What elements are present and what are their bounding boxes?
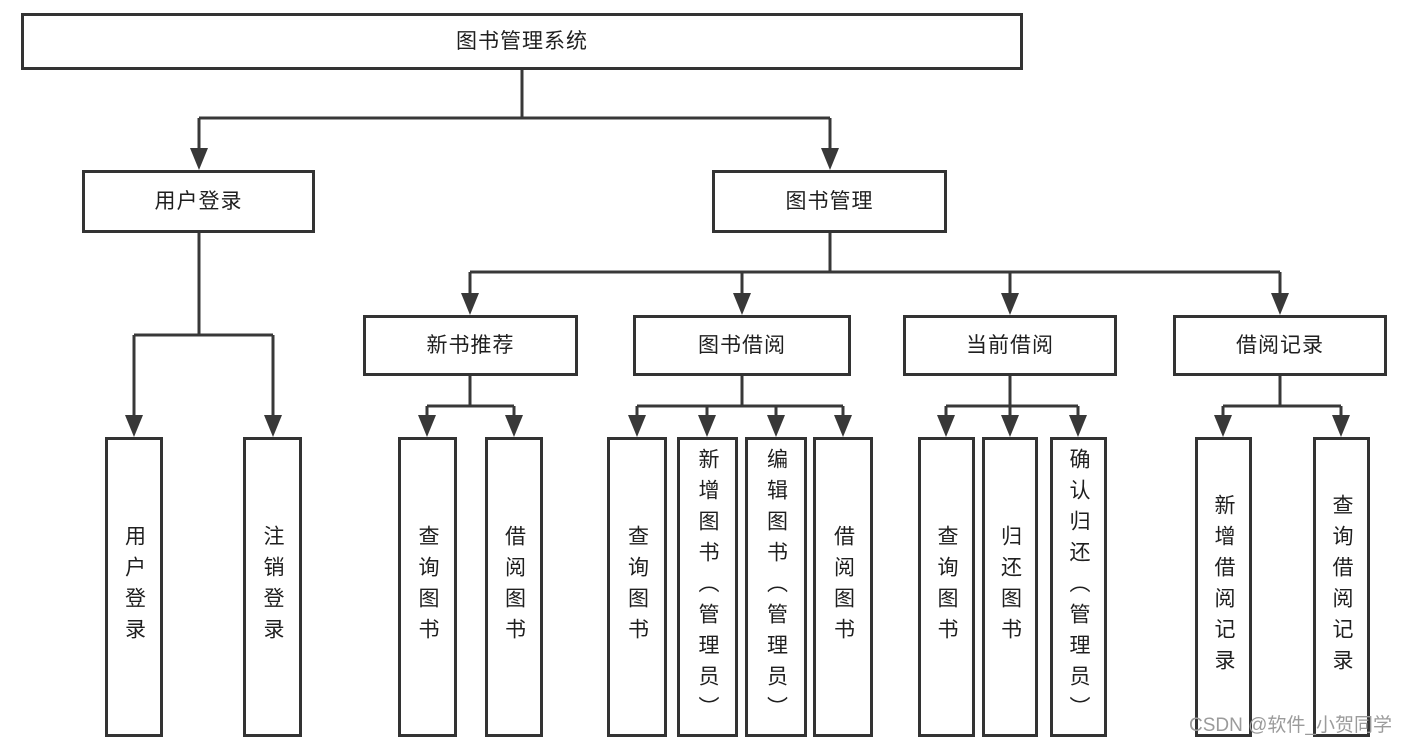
leaf-add-borrow-record: 新增借阅记录 <box>1195 437 1252 737</box>
leaf-label: 借阅图书 <box>502 525 526 649</box>
leaf-label: 用户登录 <box>122 525 146 649</box>
leaf-label: 查询图书 <box>625 525 649 649</box>
node-label: 用户登录 <box>154 190 243 213</box>
leaf-edit-books-admin: 编辑图书（管理员） <box>745 437 807 737</box>
leaf-borrow-books-recommend: 借阅图书 <box>485 437 543 737</box>
leaf-label: 查询图书 <box>935 525 958 649</box>
node-label: 图书管理 <box>785 190 874 213</box>
leaf-label: 查询借阅记录 <box>1330 494 1353 680</box>
leaf-query-books-current: 查询图书 <box>918 437 975 737</box>
leaf-label: 确认归还（管理员） <box>1067 447 1090 727</box>
leaf-logout: 注销登录 <box>243 437 302 737</box>
node-label: 当前借阅 <box>966 334 1054 357</box>
leaf-user-login: 用户登录 <box>105 437 163 737</box>
node-borrow-records: 借阅记录 <box>1173 315 1387 376</box>
leaf-return-books: 归还图书 <box>982 437 1038 737</box>
leaf-label: 新增图书（管理员） <box>696 447 719 727</box>
leaf-query-books-recommend: 查询图书 <box>398 437 457 737</box>
node-label: 图书借阅 <box>698 334 786 357</box>
leaf-query-borrow-record: 查询借阅记录 <box>1313 437 1370 737</box>
leaf-add-books-admin: 新增图书（管理员） <box>677 437 738 737</box>
leaf-label: 注销登录 <box>261 525 284 649</box>
node-user-login: 用户登录 <box>82 170 315 233</box>
leaf-confirm-return-admin: 确认归还（管理员） <box>1050 437 1107 737</box>
leaf-label: 借阅图书 <box>831 525 855 649</box>
node-current-borrow: 当前借阅 <box>903 315 1117 376</box>
node-label: 图书管理系统 <box>456 30 588 53</box>
node-label: 借阅记录 <box>1236 334 1324 357</box>
node-book-borrow: 图书借阅 <box>633 315 851 376</box>
node-label: 新书推荐 <box>426 334 515 357</box>
leaf-label: 编辑图书（管理员） <box>764 447 788 727</box>
leaf-label: 新增借阅记录 <box>1212 494 1235 680</box>
leaf-query-books: 查询图书 <box>607 437 667 737</box>
leaf-label: 查询图书 <box>416 525 439 649</box>
leaf-borrow-books: 借阅图书 <box>813 437 873 737</box>
watermark: CSDN @软件_小贺同学 <box>1189 715 1392 736</box>
node-book-management: 图书管理 <box>712 170 947 233</box>
arrowhead-icons <box>125 148 1350 437</box>
leaf-label: 归还图书 <box>998 525 1022 649</box>
node-library-management-system: 图书管理系统 <box>21 13 1023 70</box>
node-new-book-recommend: 新书推荐 <box>363 315 578 376</box>
